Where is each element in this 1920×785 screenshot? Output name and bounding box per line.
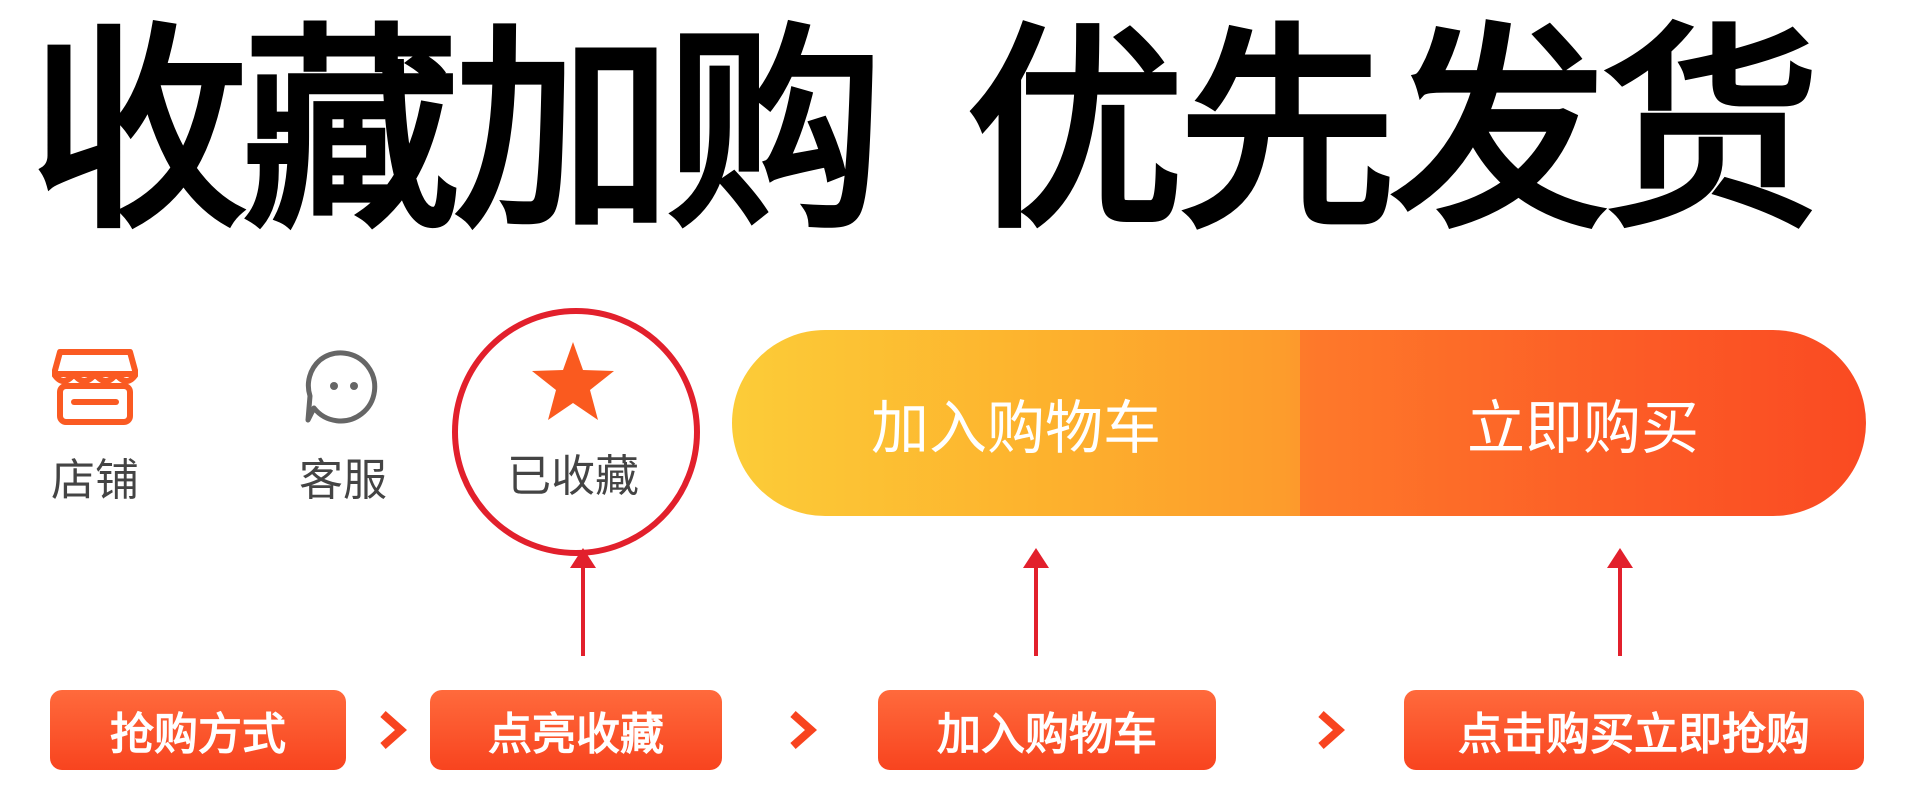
step-1-label: 抢购方式	[110, 709, 286, 760]
store-button[interactable]: 店铺	[40, 346, 150, 508]
headline: 收藏加购 优先发货	[30, 18, 1890, 248]
star-icon	[532, 342, 614, 420]
add-to-cart-button[interactable]: 加入购物车	[732, 330, 1300, 516]
step-2-label: 点亮收藏	[488, 709, 664, 760]
chat-bubble-icon	[305, 350, 378, 424]
step-3-label: 加入购物车	[937, 709, 1157, 760]
step-purchase-method: 抢购方式	[50, 690, 346, 770]
step-add-to-cart: 加入购物车	[878, 690, 1216, 770]
customer-service-button[interactable]: 客服	[278, 346, 408, 508]
headline-part-1: 收藏加购	[30, 6, 884, 259]
chevron-right-icon	[782, 700, 822, 760]
buy-now-label: 立即购买	[1466, 394, 1699, 462]
store-label: 店铺	[51, 455, 139, 506]
service-label: 客服	[299, 455, 387, 506]
arrow-up-icon	[563, 548, 603, 658]
step-4-label: 点击购买立即抢购	[1458, 709, 1810, 760]
step-buy-now: 点击购买立即抢购	[1404, 690, 1864, 770]
chevron-right-icon	[372, 700, 412, 760]
favorite-highlight-ring	[452, 308, 700, 556]
buy-now-button[interactable]: 立即购买	[1300, 330, 1866, 516]
chevron-right-icon	[1310, 700, 1350, 760]
arrow-up-icon	[1600, 548, 1640, 658]
add-to-cart-label: 加入购物车	[870, 394, 1161, 462]
step-light-favorite: 点亮收藏	[430, 690, 722, 770]
favorite-label: 已收藏	[507, 451, 639, 502]
store-icon	[52, 349, 138, 425]
headline-part-2: 优先发货	[966, 6, 1820, 259]
purchase-bar: 加入购物车 立即购买	[732, 330, 1866, 516]
favorite-button[interactable]: 已收藏	[498, 340, 648, 504]
arrow-up-icon	[1016, 548, 1056, 658]
